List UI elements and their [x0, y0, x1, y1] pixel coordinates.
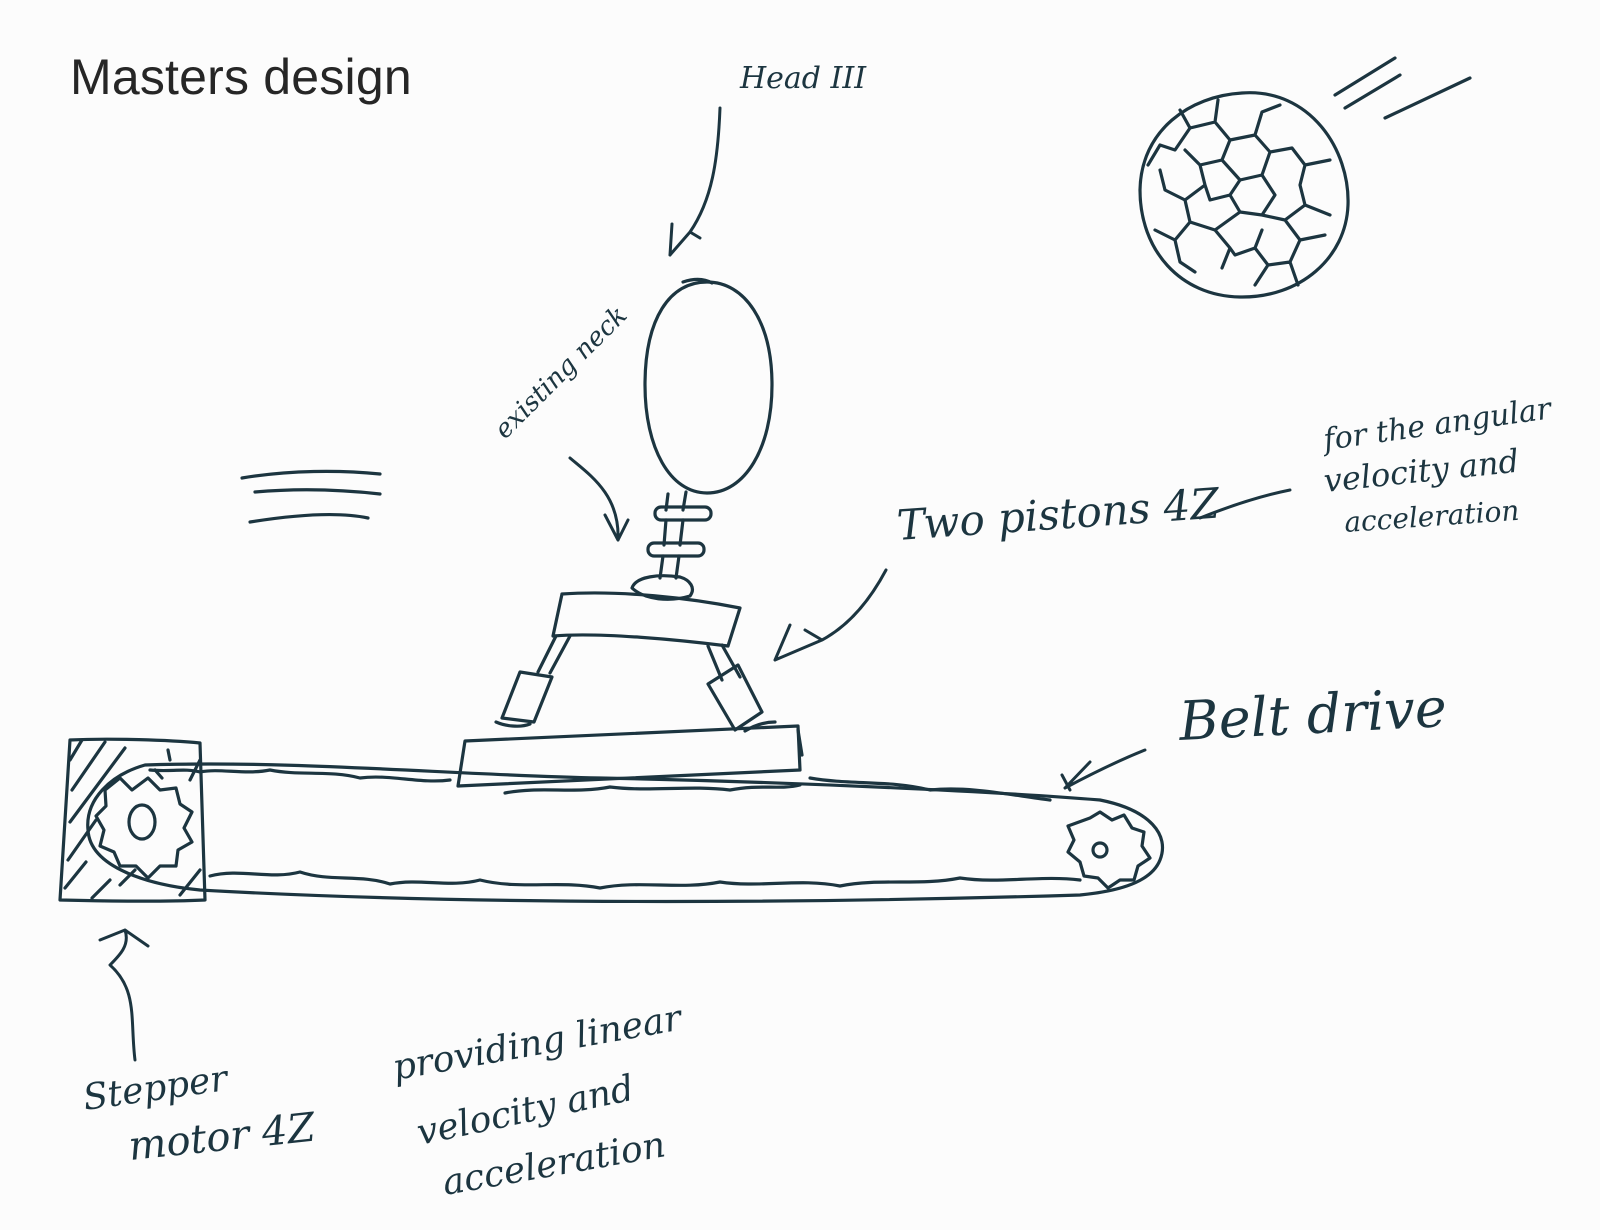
label-two-pistons: Two pistons 4Z: [895, 479, 1221, 550]
piston-platform-drawing: [458, 593, 802, 786]
speed-lines: [242, 471, 380, 522]
label-linear-line1: providing linear: [389, 997, 686, 1088]
label-stepper-line2: motor 4Z: [126, 1104, 318, 1169]
belt-drive-drawing: [88, 764, 1163, 902]
neck-drawing: [632, 492, 711, 599]
robot-head-drawing: [645, 279, 772, 493]
label-stepper-line1: Stepper: [81, 1058, 232, 1119]
label-angular-line3: acceleration: [1343, 494, 1520, 539]
annotation-arrows: [100, 108, 1290, 1060]
ball-drawing: [1140, 58, 1470, 297]
label-head: Head III: [739, 61, 867, 96]
label-existing-neck-line1: existing neck: [489, 300, 634, 445]
label-belt-drive: Belt drive: [1176, 676, 1448, 753]
label-angular-line1: for the angular: [1319, 391, 1555, 458]
